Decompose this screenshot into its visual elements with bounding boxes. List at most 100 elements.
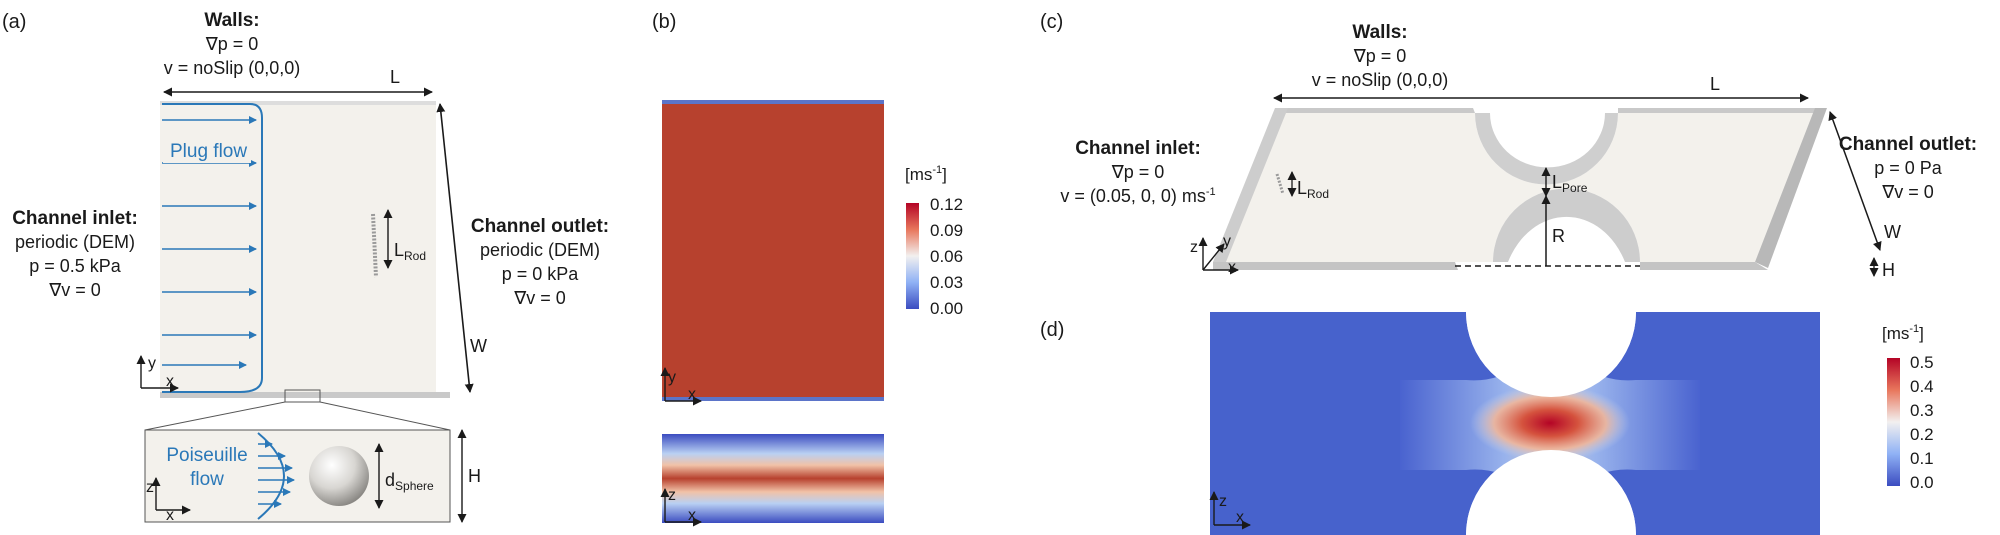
sphere-diameter-label: dSphere <box>385 470 434 493</box>
colorbar-b-ticks: 0.12 0.09 0.06 0.03 0.00 <box>930 195 963 318</box>
plug-label-bg <box>163 137 251 163</box>
axis-triad-b-xy: y x <box>660 367 702 406</box>
c-height-label: H <box>1882 260 1895 280</box>
svg-text:x: x <box>1228 259 1236 276</box>
zoom-line-right <box>319 401 451 431</box>
c-outlet-title: Channel outlet: <box>1839 134 1977 155</box>
sphere <box>309 446 369 506</box>
plug-flow-label: Plug flow <box>170 141 247 162</box>
poiseuille-arrows <box>258 440 295 508</box>
svg-text:y: y <box>668 369 676 386</box>
bottom-wall <box>160 392 450 398</box>
poiseuille-label-2: flow <box>190 469 224 490</box>
outlet-line-3: ∇v = 0 <box>513 288 566 308</box>
inlet-line-2: p = 0.5 kPa <box>29 256 122 276</box>
colorbar-b-tick: 0.03 <box>930 273 963 292</box>
svg-text:x: x <box>166 507 174 524</box>
walls-velocity: v = noSlip (0,0,0) <box>164 58 301 78</box>
outlet-line-2: p = 0 kPa <box>502 264 580 284</box>
cross-section <box>144 429 451 523</box>
axis-triad-xz: z x <box>146 477 191 524</box>
width-label: W <box>470 336 487 356</box>
axis-triad-xy: y x <box>136 355 179 393</box>
c-inlet-line-1: ∇p = 0 <box>1111 162 1165 182</box>
colorbar-b-tick: 0.00 <box>930 299 963 318</box>
svg-text:z: z <box>1190 239 1198 256</box>
c-width-label: W <box>1884 222 1901 242</box>
panel-d-label: (d) <box>1040 319 1064 341</box>
svg-text:z: z <box>146 479 154 496</box>
c-wall-top-right <box>1618 108 1815 113</box>
inlet-title: Channel inlet: <box>12 208 138 229</box>
colorbar-d-tick: 0.2 <box>1910 425 1934 444</box>
plug-profile <box>162 103 263 393</box>
c-channel-floor <box>1213 113 1815 262</box>
c-wall-top-left <box>1275 108 1475 113</box>
c-length-label: L <box>1710 74 1720 94</box>
top-wall <box>160 101 436 105</box>
c-inlet-line-2: v = (0.05, 0, 0) ms-1 <box>1060 186 1215 206</box>
outlet-title: Channel outlet: <box>471 216 609 237</box>
axis-triad-d: z x <box>1209 491 1251 530</box>
c-pore-upper-wall <box>1475 113 1618 185</box>
d-hotspot <box>1470 385 1630 461</box>
velocity-field-section <box>662 434 884 523</box>
velocity-field-top-edge <box>662 100 884 104</box>
c-radius-label: R <box>1552 226 1565 246</box>
zoom-box <box>284 389 321 403</box>
c-wall-left-edge <box>1213 108 1288 262</box>
colorbar-d-ticks: 0.5 0.4 0.3 0.2 0.1 0.0 <box>1910 353 1934 492</box>
colorbar-b-unit: [ms-1] <box>905 164 947 184</box>
panel-a: (a) Walls: ∇p = 0 v = noSlip (0,0,0) L P… <box>2 10 609 524</box>
outlet-line-1: periodic (DEM) <box>480 240 600 260</box>
c-width-arrow <box>1828 111 1882 251</box>
width-arrow <box>436 103 474 393</box>
panel-c-label: (c) <box>1040 11 1063 33</box>
panel-c: (c) Walls: ∇p = 0 v = noSlip (0,0,0) L R… <box>1040 11 1977 280</box>
colorbar-b <box>906 203 919 309</box>
c-wall-bottom-right <box>1640 262 1768 270</box>
colorbar-d-tick: 0.1 <box>1910 449 1934 468</box>
colorbar-d-tick: 0.0 <box>1910 473 1934 492</box>
svg-text:y: y <box>148 355 156 372</box>
svg-text:z: z <box>668 487 676 504</box>
colorbar-b-tick: 0.12 <box>930 195 963 214</box>
svg-text:x: x <box>688 386 696 403</box>
inlet-line-1: periodic (DEM) <box>15 232 135 252</box>
c-pore-lower-wall <box>1493 188 1640 262</box>
rod-length-label: LRod <box>394 240 426 263</box>
c-wall-right-edge <box>1755 108 1827 268</box>
c-walls-title: Walls: <box>1352 22 1407 43</box>
colorbar-d-tick: 0.3 <box>1910 401 1934 420</box>
svg-text:y: y <box>1223 233 1231 250</box>
c-wall-bottom-left <box>1213 262 1458 270</box>
colorbar-b-tick: 0.06 <box>930 247 963 266</box>
velocity-field-top <box>662 100 884 401</box>
c-pore-label: LPore <box>1552 172 1588 195</box>
c-outlet-line-1: p = 0 Pa <box>1874 158 1943 178</box>
panel-b: (b) y x z x [ms-1] 0.12 0.09 0.06 0.03 0… <box>652 11 963 527</box>
panel-a-label: (a) <box>2 11 26 33</box>
colorbar-d <box>1887 358 1900 486</box>
c-inlet-title: Channel inlet: <box>1075 138 1201 159</box>
svg-text:x: x <box>688 507 696 524</box>
height-label: H <box>468 466 481 486</box>
c-walls-velocity: v = noSlip (0,0,0) <box>1312 70 1449 90</box>
axis-triad-b-xz: z x <box>660 487 702 527</box>
colorbar-d-tick: 0.4 <box>1910 377 1934 396</box>
svg-text:z: z <box>1219 493 1227 510</box>
channel-domain <box>160 104 436 392</box>
c-walls-pressure: ∇p = 0 <box>1353 46 1407 66</box>
panel-b-label: (b) <box>652 11 676 33</box>
colorbar-d-tick: 0.5 <box>1910 353 1934 372</box>
colorbar-d-unit: [ms-1] <box>1882 323 1924 343</box>
c-rod-label: LRod <box>1297 178 1329 201</box>
inlet-line-3: ∇v = 0 <box>48 280 101 300</box>
rod <box>371 213 378 278</box>
colorbar-b-tick: 0.09 <box>930 221 963 240</box>
walls-title: Walls: <box>204 10 259 31</box>
d-lower-grain <box>1466 450 1636 535</box>
walls-pressure: ∇p = 0 <box>205 34 259 54</box>
poiseuille-label-1: Poiseuille <box>166 445 247 466</box>
